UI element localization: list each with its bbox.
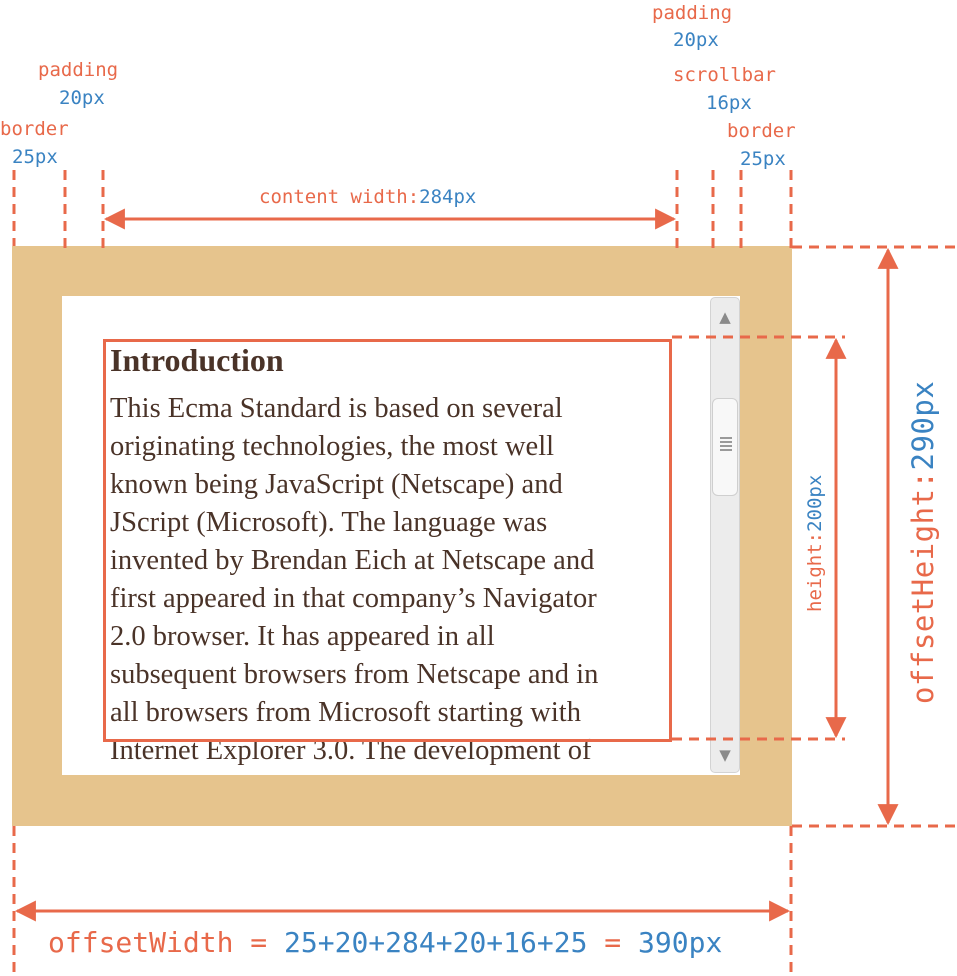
text-line: JScript (Microsoft). The language was — [110, 507, 548, 538]
border-right-value: 25px — [740, 148, 786, 170]
grip-icon — [720, 437, 732, 453]
text-line: subsequent browsers from Netscape and in — [110, 659, 599, 690]
padding-right-value: 20px — [673, 29, 719, 51]
vertical-scrollbar[interactable]: ▲ ▼ — [710, 297, 740, 773]
border-right-name: border — [727, 120, 796, 142]
padding-right-name: padding — [652, 2, 733, 24]
scroll-down-arrow-icon[interactable]: ▼ — [719, 746, 731, 764]
border-left-name: border — [0, 118, 69, 140]
padding-left-name: padding — [38, 59, 119, 81]
text-line: invented by Brendan Eich at Netscape and — [110, 545, 595, 576]
offset-width-sum: 25+20+284+20+16+25 — [284, 926, 588, 959]
scrollable-text: Introduction This Ecma Standard is based… — [110, 340, 670, 770]
scrollbar-name: scrollbar — [673, 64, 776, 86]
content-width-name: content width: — [259, 186, 420, 208]
scrollbar-thumb[interactable] — [712, 398, 738, 496]
text-line: originating technologies, the most well — [110, 431, 555, 462]
padding-left-value: 20px — [59, 87, 105, 109]
content-width-label: content width:284px — [259, 186, 476, 208]
text-line: all browsers from Microsoft starting wit… — [110, 697, 581, 728]
element-padding-area: Introduction This Ecma Standard is based… — [62, 296, 740, 775]
text-line: known being JavaScript (Netscape) and — [110, 469, 563, 500]
content-box-outline — [103, 339, 672, 742]
offset-width-name: offsetWidth = — [48, 926, 285, 959]
text-heading: Introduction — [110, 342, 284, 378]
height-value: 200px — [804, 474, 826, 532]
offset-width-value: 390px — [638, 926, 723, 959]
offset-width-equation: offsetWidth = 25+20+284+20+16+25 = 390px — [48, 925, 722, 961]
scrollbar-value: 16px — [706, 92, 752, 114]
text-line: first appeared in that company’s Navigat… — [110, 583, 597, 614]
offset-height-value: 290px — [906, 380, 940, 471]
height-label: height:200px — [804, 475, 826, 612]
offset-height-name: offsetHeight: — [906, 470, 940, 704]
offset-height-label: offsetHeight:290px — [906, 381, 940, 704]
content-width-value: 284px — [419, 186, 477, 208]
scroll-up-arrow-icon[interactable]: ▲ — [719, 308, 731, 326]
offset-width-equals: = — [587, 926, 639, 959]
text-line: 2.0 browser. It has appeared in all — [110, 621, 495, 652]
border-left-value: 25px — [12, 146, 58, 168]
text-line: This Ecma Standard is based on several — [110, 393, 563, 424]
height-name: height: — [804, 531, 826, 612]
